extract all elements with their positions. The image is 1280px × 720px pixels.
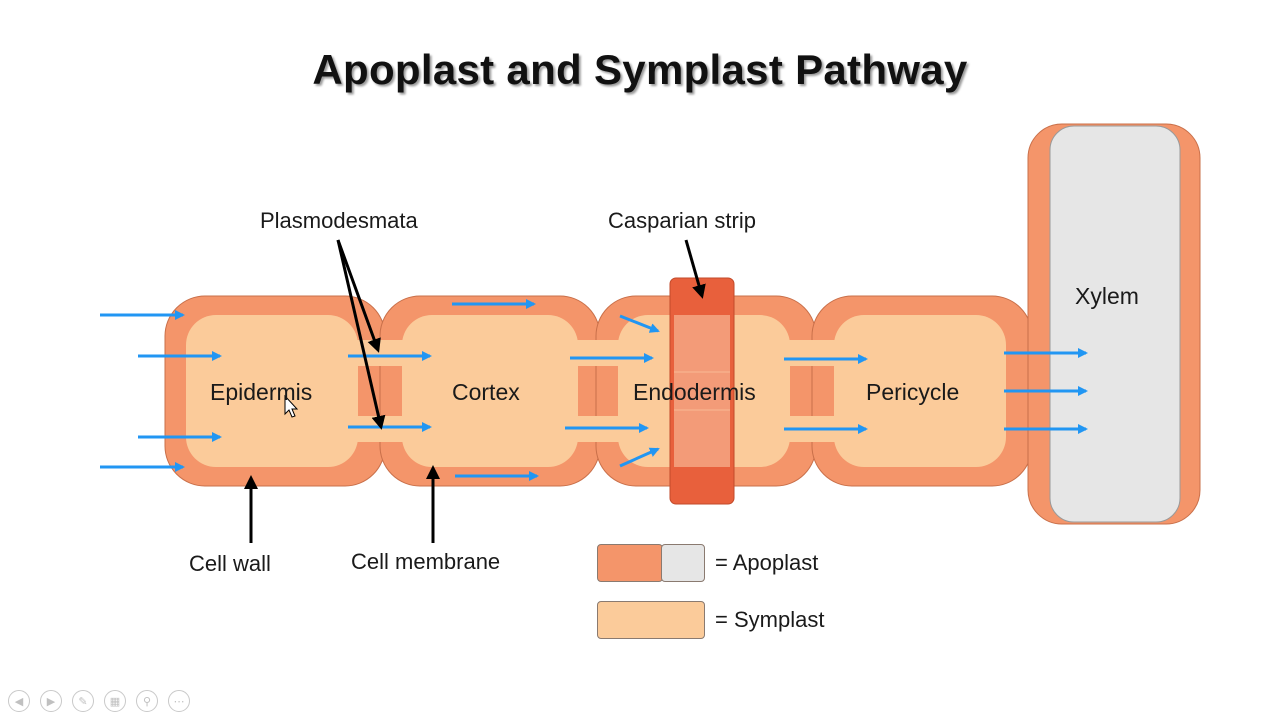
legend-swatch-apoplast-wall [597,544,663,582]
casparian-pointer [684,239,706,299]
cell-membrane-label: Cell membrane [351,549,501,574]
cell-label-endodermis: Endodermis [633,379,756,405]
plasmodesmata-pointer [336,239,381,353]
casparian-strip [669,277,735,505]
mouse-cursor-icon [284,394,299,418]
page-title: Apoplast and Symplast Pathway [312,46,968,93]
cell-label-epidermis: Epidermis [210,379,313,405]
next-icon[interactable]: ▶ [40,690,62,712]
legend-swatch-apoplast-xylem [661,544,705,582]
cell-wall-label: Cell wall [189,551,271,576]
slideshow-toolbar: ◀ ▶ ✎ ▦ ⚲ ⋯ [8,690,190,714]
zoom-icon[interactable]: ⚲ [136,690,158,712]
plasmodesmata-label: Plasmodesmata [260,208,418,233]
legend-apoplast-label: = Apoplast [715,550,819,575]
flow-arrow [619,447,660,468]
previous-icon[interactable]: ◀ [8,690,30,712]
xylem-label: Xylem [1075,283,1139,309]
xylem-lumen [1049,125,1181,523]
cell-label-pericycle: Pericycle [866,379,960,405]
flow-arrow [619,314,660,333]
casparian-strip-label: Casparian strip [608,208,756,233]
legend-symplast-label: = Symplast [715,607,825,632]
slides-icon[interactable]: ▦ [104,690,126,712]
more-icon[interactable]: ⋯ [168,690,190,712]
plasmodesmata-pointer [336,239,386,430]
cell-label-cortex: Cortex [452,379,520,405]
flow-arrows [100,299,1088,481]
callout-arrows [244,239,706,543]
pen-icon[interactable]: ✎ [72,690,94,712]
legend-swatch-symplast [597,601,705,639]
